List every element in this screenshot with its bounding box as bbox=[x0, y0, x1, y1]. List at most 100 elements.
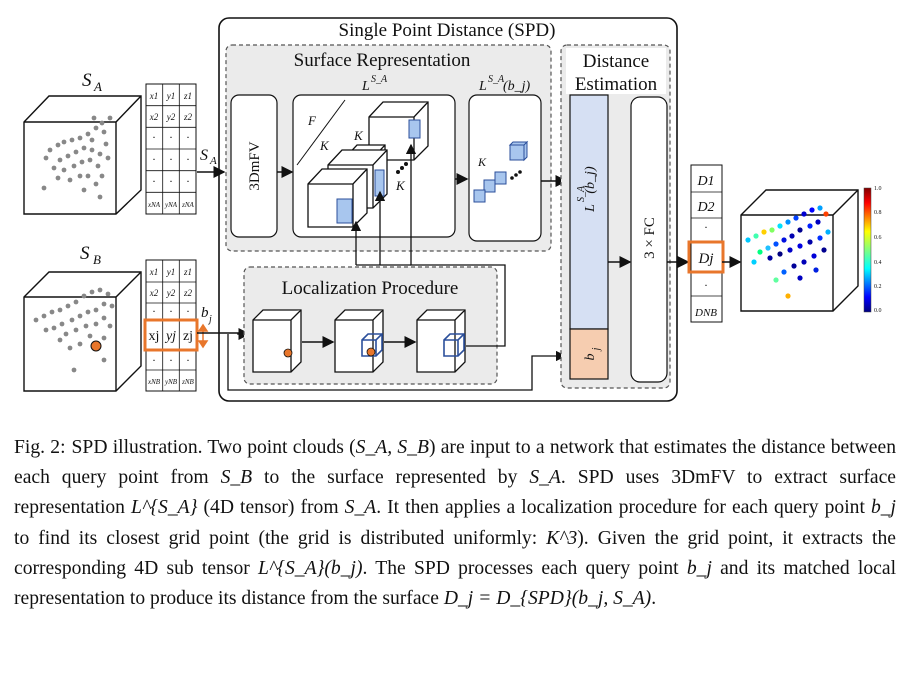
caption-math: S_A, S_B bbox=[355, 437, 429, 458]
ta-cell: · bbox=[186, 174, 190, 188]
dist-title-1: Distance bbox=[583, 51, 649, 72]
fc-label: 3 × FC bbox=[642, 217, 658, 259]
tb-cell: y1 bbox=[166, 267, 176, 277]
feature-column-label: L bbox=[583, 204, 598, 213]
tb-cell: · bbox=[169, 304, 173, 318]
lsa-label-sup: S_A bbox=[371, 74, 388, 85]
spd-box bbox=[218, 17, 678, 402]
caption-text: ) are input to a network that estimates … bbox=[14, 437, 896, 489]
colorbar-tick: 0.0 bbox=[874, 308, 882, 314]
ta-cell: x1 bbox=[149, 91, 159, 101]
output-highlight bbox=[687, 240, 725, 274]
spd-title: Single Point Distance (SPD) bbox=[339, 20, 556, 41]
sa-arrow-label-sub: A bbox=[209, 155, 217, 167]
tb-cell: zNB bbox=[181, 378, 194, 386]
loc-grid-cell-2 bbox=[443, 333, 465, 357]
bj-bypass-line bbox=[227, 334, 567, 391]
ta-cell: yNA bbox=[164, 201, 178, 209]
caption-math: S_A bbox=[344, 497, 377, 519]
sa-points bbox=[41, 115, 113, 200]
output-item: D2 bbox=[696, 200, 714, 215]
bj-label-sub: j bbox=[207, 314, 212, 325]
sa-title-sub: A bbox=[93, 79, 102, 94]
dist-title-bg bbox=[566, 48, 666, 94]
query-row-highlight bbox=[143, 318, 199, 352]
caption-text: . bbox=[651, 588, 657, 610]
ta-cell: · bbox=[169, 130, 173, 144]
sb-title: S bbox=[80, 243, 90, 264]
lsa-bj-label-sup: S_A bbox=[488, 74, 505, 85]
caption-text: to find its closest grid point (the grid… bbox=[14, 527, 547, 549]
ta-cell: · bbox=[152, 174, 156, 188]
figure-caption: Fig. 2:SPD illustration. Two point cloud… bbox=[14, 433, 896, 614]
caption-math: S_B bbox=[220, 467, 253, 489]
result-cube bbox=[740, 189, 859, 312]
loc-grid-cell-1 bbox=[361, 333, 383, 357]
tb-cell: · bbox=[186, 353, 190, 367]
bj-feature-cell bbox=[569, 328, 609, 380]
sb-point-cloud-cube bbox=[23, 271, 142, 392]
bj-updown-arrow-icon bbox=[197, 323, 209, 349]
caption-text: ). Given the grid point, it extracts the… bbox=[14, 527, 896, 579]
colorbar-tick: 0.8 bbox=[874, 210, 882, 216]
output-item: · bbox=[704, 278, 708, 292]
loc-query-point-2 bbox=[366, 347, 376, 357]
sb-title-sub: B bbox=[93, 252, 101, 267]
tb-cell: x1 bbox=[149, 267, 159, 277]
table-a: x1 y1 z1 x2 y2 z2 · · · · · · · · · xNA … bbox=[145, 83, 197, 215]
ta-cell: · bbox=[169, 174, 173, 188]
f-dim-label: F bbox=[307, 113, 317, 128]
caption-math: b_j bbox=[686, 557, 712, 579]
fc-block bbox=[630, 96, 668, 383]
caption-text: to the surface represented by bbox=[252, 467, 530, 489]
tb-cell: · bbox=[169, 353, 173, 367]
table-b: x1 y1 z1 x2 y2 z2 · · · xj yj zj · · · x… bbox=[143, 259, 199, 392]
mfv-block bbox=[230, 94, 278, 238]
tb-cell-query: yj bbox=[164, 329, 176, 344]
output-item-selected: Dj bbox=[698, 251, 714, 267]
tb-cell: x2 bbox=[149, 288, 159, 298]
bj-input-arrow bbox=[197, 328, 251, 340]
ta-cell: xNA bbox=[147, 201, 161, 209]
sb-points bbox=[33, 287, 115, 373]
bj-feature-label: b bbox=[583, 354, 598, 361]
output-item: DNB bbox=[694, 307, 717, 319]
loc-cubes bbox=[252, 309, 466, 373]
tb-cell: xNB bbox=[147, 378, 161, 386]
caption-text: . SPD uses 3DmFV to extract surface repr… bbox=[14, 467, 896, 519]
colorbar-tick: 0.4 bbox=[874, 260, 882, 266]
ta-cell: · bbox=[152, 152, 156, 166]
tb-cell-query: xj bbox=[149, 329, 160, 344]
caption-math: S_A bbox=[529, 467, 561, 489]
lsa-bj-block bbox=[468, 94, 542, 242]
ta-cell: z2 bbox=[183, 112, 193, 122]
caption-math: D_j = D_{SPD}(b_j, S_A) bbox=[443, 588, 652, 610]
mfv-label: 3DmFV bbox=[247, 141, 263, 190]
sa-title: S bbox=[82, 70, 92, 91]
k-dim-label-3: K bbox=[395, 178, 406, 193]
caption-text: SPD illustration. Two point clouds ( bbox=[71, 437, 356, 458]
sub-tensor-dots bbox=[510, 170, 522, 180]
loc-query-point-1 bbox=[283, 348, 293, 358]
ta-cell: · bbox=[186, 130, 190, 144]
tb-cell: yNB bbox=[164, 378, 178, 386]
feature-column-label-sup: S_A bbox=[576, 185, 587, 202]
ta-cell: z1 bbox=[183, 91, 192, 101]
feature-column bbox=[569, 94, 609, 330]
caption-math: K^3 bbox=[546, 527, 578, 549]
dist-title-2: Estimation bbox=[575, 74, 658, 95]
surface-title: Surface Representation bbox=[294, 50, 471, 71]
spd-diagram: S A x1 y1 z1 x2 y2 z2 · · · · · · bbox=[23, 17, 882, 402]
tb-cell: z1 bbox=[183, 267, 192, 277]
feature-column-label-arg: (b_j) bbox=[583, 166, 598, 194]
caption-text: . It then applies a localization procedu… bbox=[376, 497, 871, 519]
colorbar-tick: 0.2 bbox=[874, 284, 882, 290]
k-dim-label-4: K bbox=[477, 155, 487, 169]
bj-feature-label-sub: j bbox=[591, 347, 602, 352]
ta-cell: zNA bbox=[181, 201, 194, 209]
output-item: D1 bbox=[696, 174, 714, 189]
sub-tensor-cubes bbox=[473, 140, 529, 203]
ta-cell: y1 bbox=[166, 91, 176, 101]
lsa-label: L bbox=[361, 79, 370, 94]
caption-math: b_j bbox=[870, 497, 896, 519]
